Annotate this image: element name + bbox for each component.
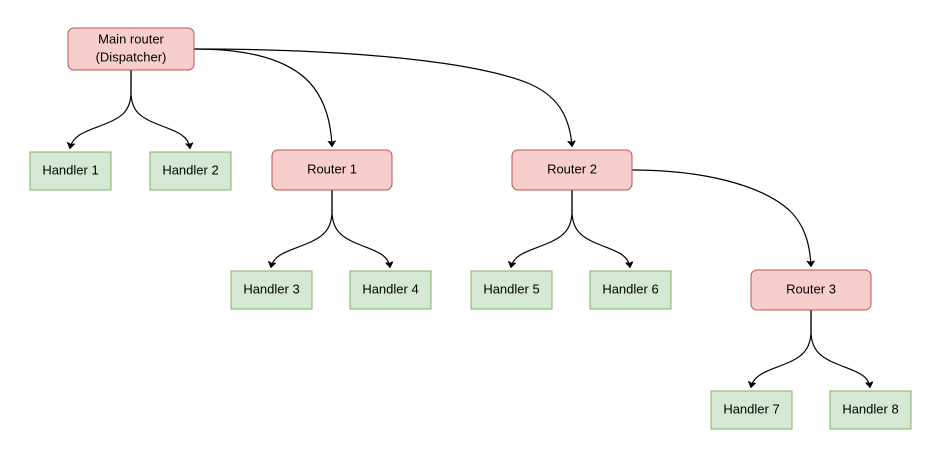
node-main-router[interactable]: Main router(Dispatcher) [67, 27, 195, 71]
edge-main-to-handler-2 [130, 69, 190, 148]
edge-main-to-router-1 [193, 48, 332, 146]
node-main-router-shape[interactable] [67, 27, 195, 71]
node-handler-4-shape[interactable] [349, 270, 432, 310]
node-handler-1[interactable]: Handler 1 [29, 151, 112, 191]
node-handler-8[interactable]: Handler 8 [829, 390, 912, 430]
node-handler-2-shape[interactable] [149, 151, 232, 191]
node-handler-2[interactable]: Handler 2 [149, 151, 232, 191]
edge-router-3-to-handler-8 [810, 309, 870, 387]
node-handler-3-shape[interactable] [230, 270, 313, 310]
edge-router-1-to-handler-4 [331, 189, 390, 267]
node-handler-1-shape[interactable] [29, 151, 112, 191]
node-handler-8-shape[interactable] [829, 390, 912, 430]
edge-router-2-to-handler-5 [511, 189, 573, 267]
edge-main-to-handler-1 [70, 69, 132, 148]
node-handler-5[interactable]: Handler 5 [470, 270, 553, 310]
node-router-2-shape[interactable] [511, 149, 633, 191]
node-handler-6-shape[interactable] [589, 270, 672, 310]
node-handler-3[interactable]: Handler 3 [230, 270, 313, 310]
edge-router-2-to-router-3 [631, 169, 811, 266]
nodes-layer: Main router(Dispatcher) Handler 1 Handler … [29, 27, 912, 430]
edge-router-3-to-handler-7 [751, 309, 812, 387]
node-handler-4[interactable]: Handler 4 [349, 270, 432, 310]
node-router-3[interactable]: Router 3 [750, 269, 872, 311]
node-router-3-shape[interactable] [750, 269, 872, 311]
node-router-1-shape[interactable] [271, 149, 393, 191]
node-handler-5-shape[interactable] [470, 270, 553, 310]
edge-router-1-to-handler-3 [271, 189, 333, 267]
edge-router-2-to-handler-6 [571, 189, 630, 267]
node-handler-6[interactable]: Handler 6 [589, 270, 672, 310]
edges-layer [70, 48, 870, 387]
node-router-1[interactable]: Router 1 [271, 149, 393, 191]
node-handler-7-shape[interactable] [710, 390, 793, 430]
node-handler-7[interactable]: Handler 7 [710, 390, 793, 430]
node-router-2[interactable]: Router 2 [511, 149, 633, 191]
edge-main-to-router-2 [193, 48, 572, 146]
